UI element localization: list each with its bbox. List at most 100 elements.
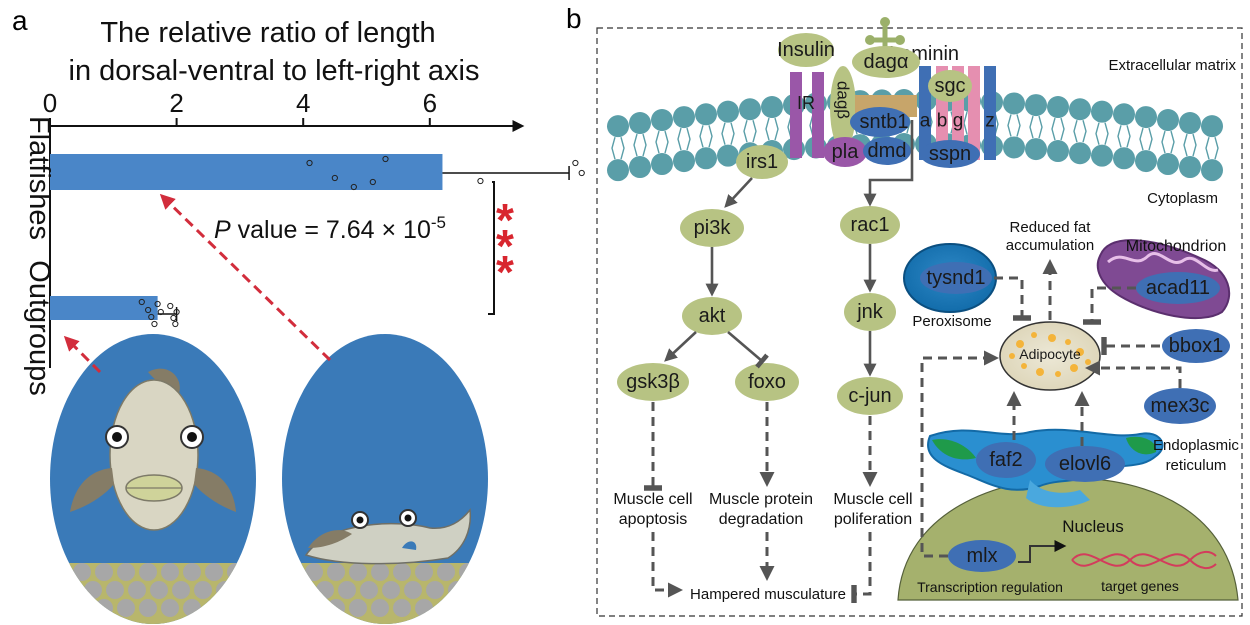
lipid-head-outer	[761, 96, 783, 119]
data-point	[157, 308, 164, 316]
star-3: *	[496, 246, 514, 298]
lipid-tail	[1117, 125, 1131, 148]
x-tick-label: 4	[296, 88, 310, 118]
dmd-label: dmd	[868, 140, 907, 162]
lipid-head-outer	[717, 100, 739, 123]
lipid-head-inner	[1201, 159, 1223, 182]
lipid-head-outer	[651, 109, 673, 132]
flatfish-body	[304, 508, 472, 565]
significance-stars: * * *	[496, 194, 514, 298]
irs1-node	[736, 145, 788, 179]
lipid-head-inner	[1113, 147, 1135, 170]
panel-a-label: a	[12, 5, 28, 36]
data-point	[172, 320, 179, 328]
fat-metabolism: Nucleus mlx Transcription regulation tar…	[897, 219, 1239, 601]
lipid-head-inner	[1025, 138, 1047, 161]
er-shape	[927, 428, 1164, 491]
adipocyte-label: Adipocyte	[1019, 346, 1081, 362]
bbox1-label: bbox1	[1169, 335, 1224, 357]
lipid-head-outer	[1157, 109, 1179, 132]
lipid-head-outer	[695, 103, 717, 126]
lipid-head-outer	[1025, 94, 1047, 117]
gene-strand-2	[1071, 553, 1217, 570]
lipid-tail	[1073, 120, 1087, 143]
right-fin	[194, 468, 236, 512]
chart-title-line1: The relative ratio of length	[100, 17, 435, 49]
gsk3b-label: gsk3β	[626, 371, 680, 393]
lipid-head-outer	[1047, 96, 1069, 119]
data-point	[350, 183, 357, 191]
foxo-label: foxo	[748, 371, 786, 393]
flatfish-illustration	[282, 334, 488, 624]
sgc-g-label: g	[953, 111, 964, 132]
lipid-tail	[633, 133, 647, 157]
adipocyte-shape	[999, 321, 1101, 391]
lipid-head-inner	[1179, 156, 1201, 179]
nucleus-label: Nucleus	[1062, 517, 1123, 536]
proliferation-line2: poliferation	[834, 511, 912, 528]
sgc-node	[928, 70, 972, 102]
cjun-label: c-jun	[848, 385, 891, 407]
insulin-node	[778, 33, 834, 67]
lipid-tail	[677, 127, 691, 151]
jnk-label: jnk	[856, 301, 884, 323]
data-point	[477, 177, 484, 185]
data-point	[148, 313, 155, 321]
lipid-head-inner	[1003, 136, 1025, 159]
panel-b: b Extracellular matrix Cytoplasm Insulin…	[566, 3, 1243, 617]
rac1-node	[840, 206, 900, 244]
reduced-fat-line2: accumulation	[1006, 237, 1094, 254]
insulin-label: Insulin	[777, 39, 835, 61]
proliferation-line1: Muscle cell	[833, 491, 912, 508]
left-fin	[70, 468, 114, 512]
lipid-head-outer	[673, 106, 695, 129]
akt-label: akt	[699, 305, 726, 327]
lipid-head-inner	[1047, 140, 1069, 163]
sgc-z-label: z	[985, 111, 995, 132]
reduced-fat-line1: Reduced fat	[1010, 219, 1092, 236]
daga-node	[852, 46, 920, 78]
significance-bracket	[488, 181, 495, 315]
outgroup-fish-illustration	[50, 334, 256, 624]
degradation-line2: degradation	[719, 511, 804, 528]
star-2: *	[496, 220, 514, 272]
data-point	[154, 300, 161, 308]
lipid-tail	[1029, 115, 1043, 139]
daga-label: dagα	[864, 51, 909, 73]
chart-title-line2: in dorsal-ventral to left-right axis	[69, 55, 480, 87]
pi3k-label: pi3k	[694, 217, 732, 239]
lipid-tail	[1161, 130, 1175, 154]
mex3c-label: mex3c	[1151, 395, 1210, 417]
sgc-a-label: a	[920, 111, 931, 132]
sgc-b-label: b	[937, 111, 948, 132]
pointer-outgroups	[63, 335, 102, 374]
ir-receptor-left	[790, 72, 802, 158]
tysnd1-node	[920, 262, 992, 294]
dagb-label: dagβ	[834, 81, 853, 119]
ir-receptor-right	[812, 72, 824, 158]
apoptosis-line1: Muscle cell	[613, 491, 692, 508]
er-label-line2: reticulum	[1166, 457, 1227, 474]
cytoplasm-label: Cytoplasm	[1147, 190, 1218, 207]
jnk-node	[844, 293, 896, 331]
cell-boundary	[596, 27, 1243, 617]
er-label-line1: Endoplasmic	[1153, 437, 1239, 454]
sntb1-node	[850, 107, 910, 137]
lipid-tail	[1205, 136, 1219, 160]
category-label-flatfishes: Flatfishes	[23, 116, 55, 240]
x-tick-label: 6	[423, 88, 437, 118]
lipid-tail	[699, 125, 713, 148]
apoptosis-line2: apoptosis	[619, 511, 688, 528]
lipid-head-outer	[1135, 106, 1157, 129]
lipid-head-inner	[1091, 144, 1113, 167]
lipid-head-inner	[673, 150, 695, 173]
lipid-tail	[1183, 133, 1197, 157]
acad11-label: acad11	[1146, 277, 1210, 299]
lipid-tail	[1095, 122, 1109, 145]
lipid-tail	[1051, 117, 1065, 141]
lipid-head-outer	[1201, 115, 1223, 138]
mlx-node	[948, 540, 1016, 572]
lipid-head-inner	[717, 144, 739, 167]
lipid-tail	[1007, 114, 1021, 137]
faf2-node	[976, 442, 1036, 478]
